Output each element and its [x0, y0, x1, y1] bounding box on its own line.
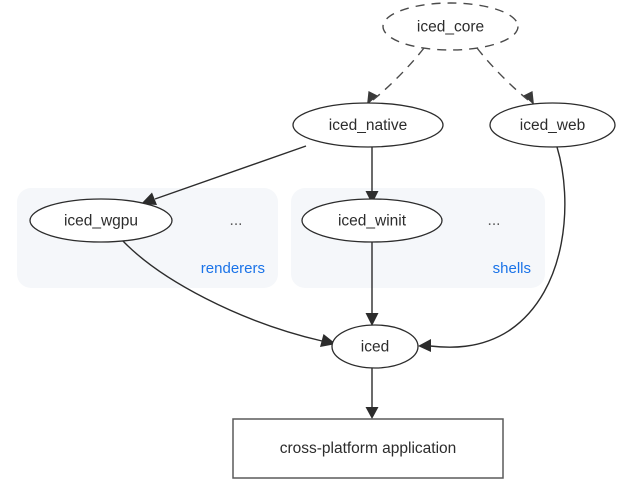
- node-iced-winit[interactable]: iced_winit: [301, 198, 443, 243]
- iced-wgpu-ellipse[interactable]: [29, 198, 173, 243]
- iced-winit-ellipse[interactable]: [301, 198, 443, 243]
- iced-web-ellipse[interactable]: [489, 102, 616, 148]
- edge-iced-core-to-iced-web: [476, 47, 534, 105]
- application-rectangle[interactable]: [232, 418, 504, 479]
- node-iced[interactable]: iced: [331, 324, 419, 369]
- node-iced-web[interactable]: iced_web: [489, 102, 616, 148]
- iced-wgpu-label: iced_wgpu: [64, 213, 138, 230]
- iced-winit-label: iced_winit: [338, 213, 407, 230]
- node-iced-wgpu[interactable]: iced_wgpu: [29, 198, 173, 243]
- cluster-label-shells: shells: [493, 260, 531, 277]
- iced-web-label: iced_web: [520, 117, 586, 134]
- cluster-label-renderers: renderers: [201, 260, 265, 277]
- renderers-ellipsis: ...: [230, 212, 243, 229]
- node-iced-core[interactable]: iced_core: [382, 2, 519, 51]
- edge-iced-winit-to-iced: [365, 242, 379, 326]
- iced-native-ellipse[interactable]: [292, 102, 444, 148]
- edge-iced-native-to-iced-winit: [365, 147, 379, 204]
- iced-native-label: iced_native: [329, 117, 407, 134]
- edge-iced-web-to-iced: [418, 146, 566, 352]
- edge-iced-core-to-iced-native: [367, 47, 425, 105]
- edge-iced-native-to-iced-wgpu: [141, 145, 307, 205]
- iced-core-ellipse[interactable]: [382, 2, 519, 51]
- iced-core-label: iced_core: [417, 19, 484, 36]
- node-application[interactable]: cross-platform application: [232, 418, 504, 479]
- iced-ellipse[interactable]: [331, 324, 419, 369]
- iced-label: iced: [361, 339, 389, 356]
- shells-ellipsis: ...: [488, 212, 501, 229]
- node-iced-native[interactable]: iced_native: [292, 102, 444, 148]
- application-label: cross-platform application: [280, 440, 457, 457]
- edge-iced-to-application: [365, 368, 379, 419]
